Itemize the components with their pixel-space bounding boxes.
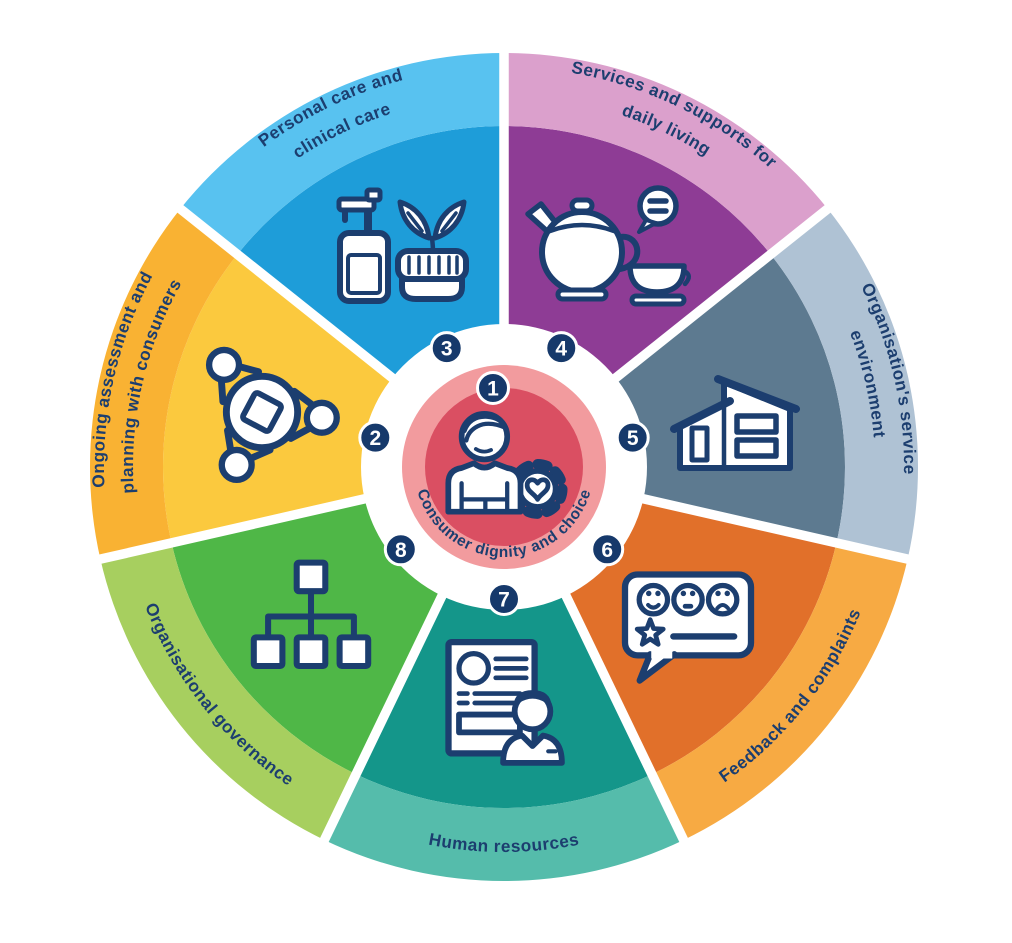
segment-divider: [599, 200, 837, 393]
segment-5-number-badge-circle: [615, 420, 650, 455]
people-around-table-icon: [205, 346, 340, 484]
cv-person-icon: [445, 638, 565, 766]
segment-5-number-badge-number: 5: [627, 427, 639, 450]
segment-divider: [625, 490, 916, 566]
segment-5-outer-band: [770, 208, 918, 560]
segment-7-outer-band: [324, 774, 684, 881]
toiletries-icon: [336, 187, 469, 304]
segment-2-number-badge-number: 2: [369, 427, 381, 450]
segment-3-outer-band: [180, 53, 504, 255]
segment-8-outer-band: [100, 542, 357, 840]
segment-6-outer-band: [651, 542, 908, 840]
segment-7-number-badge-circle: [487, 582, 521, 616]
segment-3-number-badge-number: 3: [441, 338, 453, 361]
segment-divider: [554, 578, 691, 849]
center-number-badge-circle: [476, 371, 510, 405]
segment-6-number-badge: 6: [590, 532, 625, 567]
segment-6-number-badge-circle: [590, 532, 625, 567]
segment-4-number-badge-circle: [544, 331, 579, 366]
segment-4-number-badge: 4: [544, 331, 579, 366]
center-number-badge-number: 1: [487, 378, 499, 401]
segment-4-outer-band: [504, 53, 828, 255]
person-heart-gear-icon: [445, 410, 568, 519]
segment-2-outer-band: [90, 208, 238, 560]
org-chart-icon: [250, 559, 372, 670]
segment-2-number-badge: 2: [358, 420, 393, 455]
segment-7-number-badge-number: 7: [498, 589, 510, 612]
teapot-icon: [525, 185, 691, 307]
segment-4-number-badge-number: 4: [555, 338, 567, 361]
segment-6-number-badge-number: 6: [601, 539, 613, 562]
feedback-faces-icon: [621, 571, 755, 684]
house-icon: [670, 375, 800, 471]
segment-2-number-badge-circle: [358, 420, 393, 455]
segment-8-number-badge-number: 8: [395, 539, 407, 562]
segment-divider: [92, 490, 383, 566]
segment-divider: [171, 200, 409, 393]
segment-3-number-badge: 3: [429, 331, 464, 366]
segment-7-number-badge: 7: [487, 582, 521, 616]
segment-3-number-badge-circle: [429, 331, 464, 366]
segment-5-number-badge: 5: [615, 420, 650, 455]
center-number-badge: 1: [476, 371, 510, 405]
segment-divider: [317, 578, 454, 849]
segment-8-number-badge-circle: [383, 532, 418, 567]
segment-8-number-badge: 8: [383, 532, 418, 567]
